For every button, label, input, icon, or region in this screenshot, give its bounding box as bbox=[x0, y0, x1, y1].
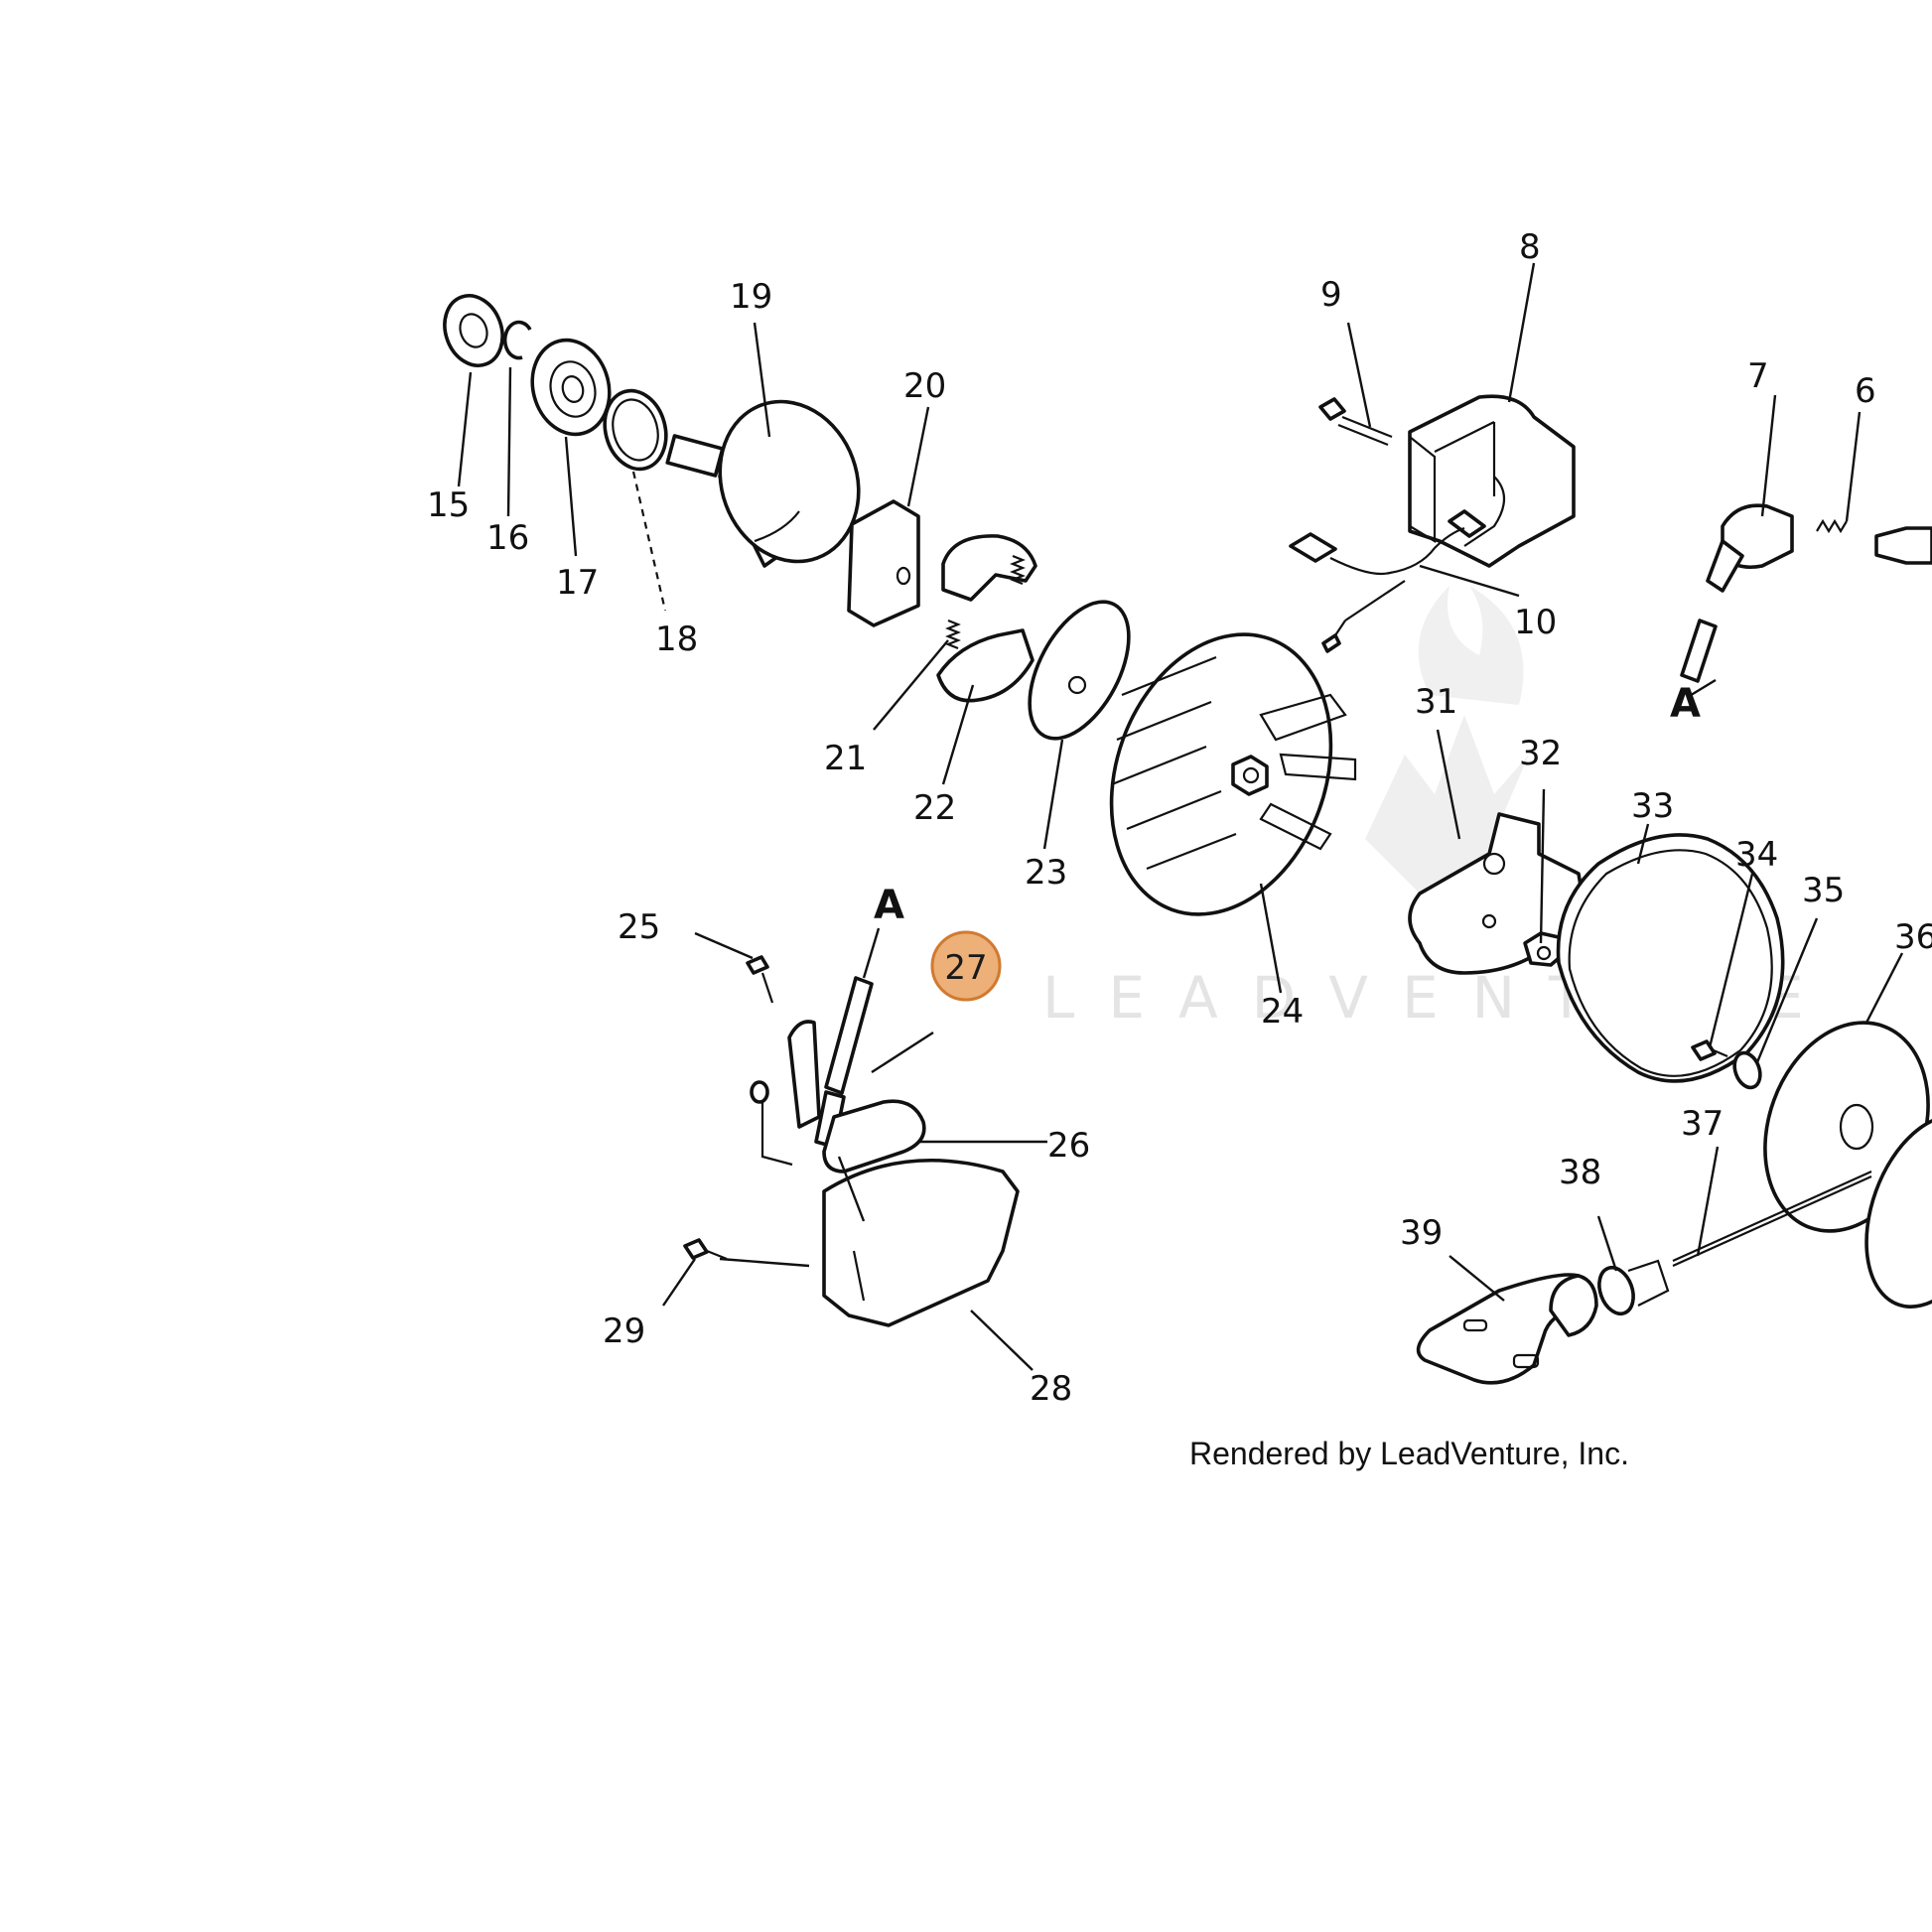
part-22-clutch-shoe-upper bbox=[941, 534, 1037, 602]
label-15: 15 bbox=[427, 485, 470, 525]
label-29: 29 bbox=[603, 1311, 645, 1351]
part-8-ignition-coil bbox=[1408, 394, 1576, 568]
part-15-seal bbox=[443, 294, 504, 367]
part-26-ignition-unit bbox=[750, 1020, 926, 1173]
part-38-grommet bbox=[1597, 1259, 1670, 1316]
label-35: 35 bbox=[1802, 871, 1845, 910]
label-39: 39 bbox=[1400, 1213, 1443, 1253]
reference-label-a-right: A bbox=[1670, 681, 1701, 727]
part-22-clutch-shoe-lower bbox=[936, 628, 1035, 703]
label-34: 34 bbox=[1735, 835, 1778, 875]
label-31: 31 bbox=[1415, 682, 1457, 722]
label-22: 22 bbox=[913, 788, 956, 828]
part-16-circlip bbox=[502, 320, 532, 360]
part-20-clutch-plate bbox=[847, 499, 920, 627]
part-36-starter-pulley bbox=[1763, 1021, 1932, 1309]
label-36: 36 bbox=[1894, 917, 1932, 957]
label-37: 37 bbox=[1681, 1104, 1724, 1144]
label-6: 6 bbox=[1855, 371, 1876, 411]
label-10: 10 bbox=[1514, 603, 1557, 642]
part-17-bearing bbox=[530, 338, 612, 437]
part-37-rope bbox=[1672, 1170, 1872, 1268]
leader-lines bbox=[457, 262, 1904, 1371]
part-28-cover bbox=[822, 1158, 1020, 1327]
label-9: 9 bbox=[1320, 275, 1342, 315]
label-7: 7 bbox=[1747, 356, 1769, 396]
label-8: 8 bbox=[1519, 227, 1541, 267]
part-35-washer bbox=[1732, 1050, 1762, 1090]
label-24: 24 bbox=[1261, 992, 1304, 1032]
part-9-bolt bbox=[1318, 397, 1393, 447]
part-19-clutch-drum bbox=[665, 399, 861, 568]
label-18: 18 bbox=[655, 620, 698, 659]
label-38: 38 bbox=[1559, 1153, 1601, 1192]
highlight-part-27[interactable]: 27 bbox=[930, 930, 1002, 1002]
part-29-bolt bbox=[683, 1238, 728, 1261]
reference-label-a-left: A bbox=[874, 883, 904, 928]
label-21: 21 bbox=[824, 739, 867, 778]
part-7-plug-cap bbox=[1680, 503, 1794, 683]
label-20: 20 bbox=[903, 366, 946, 406]
part-23-washer bbox=[1028, 600, 1131, 741]
credit-text: Rendered by LeadVenture, Inc. bbox=[1189, 1436, 1629, 1471]
label-27: 27 bbox=[944, 948, 987, 988]
part-39-starter-handle bbox=[1416, 1273, 1598, 1385]
part-18-snap-ring bbox=[603, 388, 668, 472]
label-26: 26 bbox=[1047, 1126, 1090, 1166]
part-10-wire bbox=[1289, 526, 1465, 653]
label-28: 28 bbox=[1030, 1369, 1072, 1409]
part-25-screw bbox=[746, 955, 774, 1004]
label-19: 19 bbox=[730, 277, 772, 317]
part-6-spring bbox=[1816, 518, 1932, 565]
part-21-springs bbox=[945, 554, 1026, 650]
label-32: 32 bbox=[1519, 734, 1562, 773]
label-16: 16 bbox=[486, 518, 529, 558]
label-23: 23 bbox=[1025, 853, 1067, 893]
label-17: 17 bbox=[556, 563, 599, 603]
label-25: 25 bbox=[618, 907, 660, 947]
part-24-flywheel bbox=[1109, 632, 1357, 916]
part-33-gasket bbox=[1556, 833, 1785, 1083]
part-labels: 15 16 17 18 19 20 21 22 23 24 8 9 10 7 6… bbox=[427, 227, 1932, 1409]
label-33: 33 bbox=[1631, 786, 1674, 826]
